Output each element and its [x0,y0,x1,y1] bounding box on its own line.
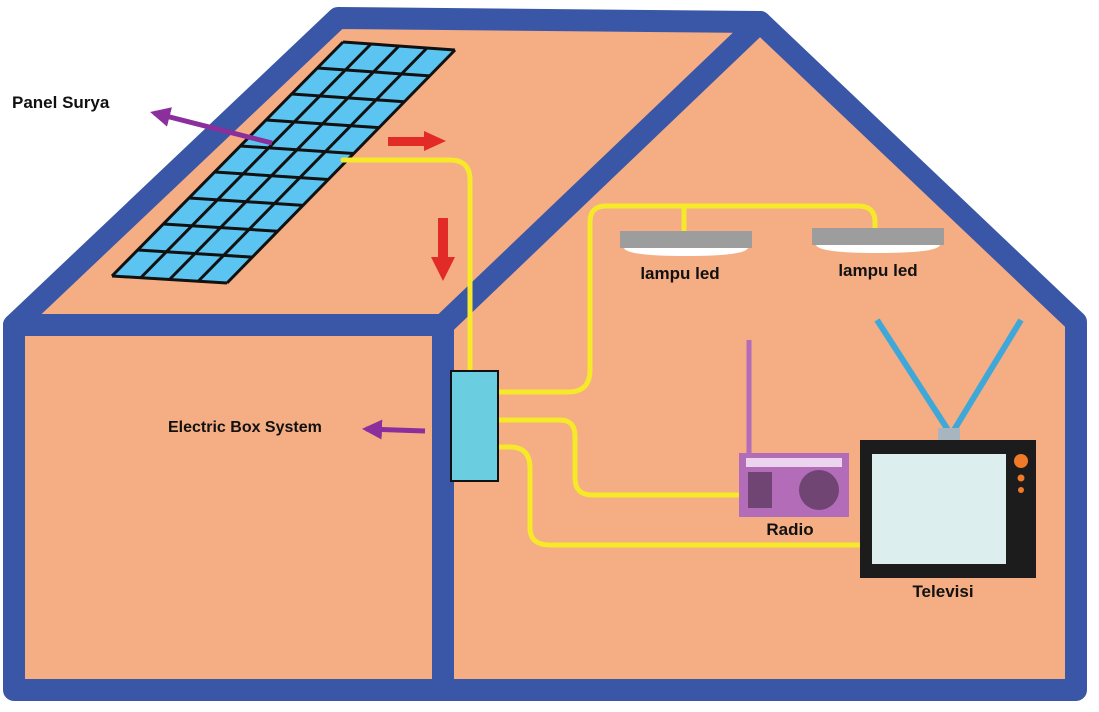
wire-box-to-radio [495,417,741,498]
flow-arrow-down [431,218,455,281]
label-solar-panel: Panel Surya [12,93,110,112]
label-radio: Radio [766,520,813,539]
led-lamp-icon [620,231,752,256]
wire-box-to-lamps [495,203,878,395]
electric-box-icon [450,370,499,482]
label-television: Televisi [912,582,973,601]
television-icon [860,318,1036,578]
led-lamp-icon [812,228,944,253]
pointer-arrow-panel [150,107,273,146]
wires [340,157,878,548]
radio-icon [739,340,849,517]
wire-panel-to-box [340,157,473,375]
label-lamp-left: lampu led [640,264,719,283]
left-room [3,314,454,701]
solar-panel-icon [110,40,457,285]
label-lamp-right: lampu led [838,261,917,280]
label-electric-box: Electric Box System [168,419,322,436]
pointer-arrow-box [362,419,426,440]
wire-box-to-tv [495,444,865,548]
flow-arrow-right [388,131,446,151]
